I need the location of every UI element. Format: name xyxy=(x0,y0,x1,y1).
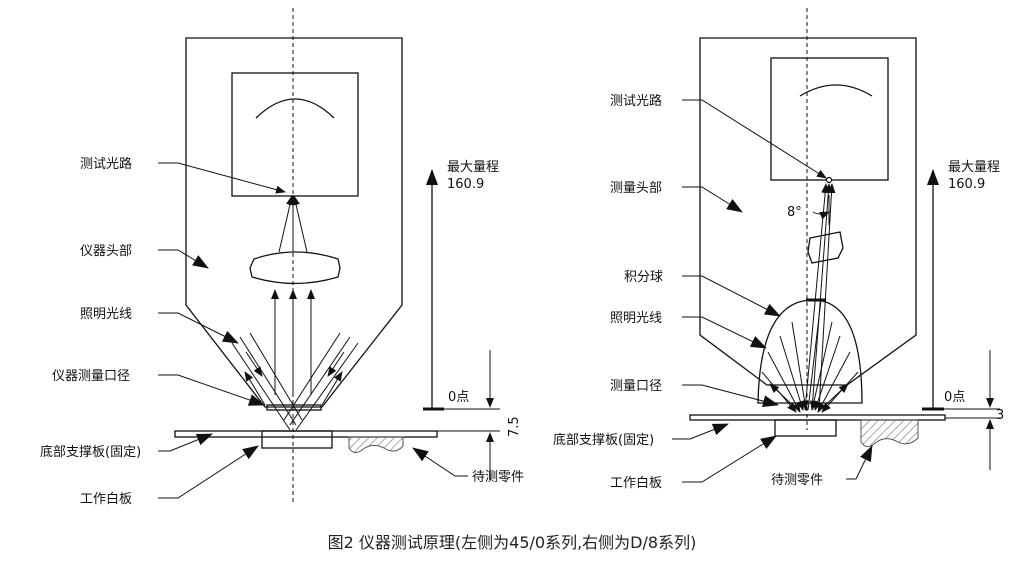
right-label-white: 工作白板 xyxy=(610,475,662,491)
right-diagram: 8° 最大量程 160.9 0点 3 测试光路 测量头 xyxy=(553,8,1004,491)
left-detector-window xyxy=(231,72,359,197)
right-white-board xyxy=(774,419,837,437)
left-label-plate: 底部支撑板(固定) xyxy=(40,444,141,460)
right-instrument-head xyxy=(699,37,917,386)
right-label-aperture: 测量口径 xyxy=(610,379,662,394)
left-aperture-plate xyxy=(266,404,322,411)
left-zero-label: 0点 xyxy=(448,390,469,405)
left-label-test-path: 测试光路 xyxy=(80,156,132,172)
left-illumination-rays xyxy=(231,332,359,431)
right-detector-arc xyxy=(799,84,873,97)
right-label-sphere: 积分球 xyxy=(624,270,663,285)
right-detector-window xyxy=(770,57,889,181)
left-diagram: 最大量程 160.9 0点 7.5 测试光路 仪器头部 照明光线 仪器测量口径 … xyxy=(40,8,524,507)
right-illumination-rays xyxy=(761,321,859,413)
right-label-illum: 照明光线 xyxy=(610,311,662,326)
right-gap-value: 3 xyxy=(996,408,1004,423)
left-white-board xyxy=(261,430,333,449)
left-test-part xyxy=(348,436,404,454)
left-label-aperture: 仪器测量口径 xyxy=(52,369,130,384)
left-detector-arc xyxy=(255,98,335,119)
right-label-part: 待测零件 xyxy=(771,473,823,488)
right-base-plate xyxy=(689,414,946,421)
right-test-part xyxy=(860,419,919,448)
left-label-head: 仪器头部 xyxy=(80,244,132,259)
right-label-test-path: 测试光路 xyxy=(610,93,662,109)
left-lens xyxy=(249,251,341,285)
left-label-illum: 照明光线 xyxy=(80,307,132,322)
left-max-label: 最大量程 xyxy=(447,160,499,175)
left-instrument-head xyxy=(185,37,403,408)
right-label-head: 测量头部 xyxy=(610,181,662,196)
left-max-value: 160.9 xyxy=(447,177,484,192)
figure-caption: 图2 仪器测试原理(左侧为45/0系列,右侧为D/8系列) xyxy=(328,533,697,552)
left-reflected-rays xyxy=(271,195,315,395)
left-label-part: 待测零件 xyxy=(472,470,524,485)
right-angle-label: 8° xyxy=(787,205,802,220)
right-zero-label: 0点 xyxy=(944,390,965,405)
right-max-value: 160.9 xyxy=(948,177,985,192)
left-label-white: 工作白板 xyxy=(80,491,132,507)
right-label-plate: 底部支撑板(固定) xyxy=(553,432,654,448)
right-lens xyxy=(807,231,844,264)
left-base-plate xyxy=(174,430,438,438)
right-focus-point xyxy=(825,176,833,184)
right-reflected-rays xyxy=(804,183,836,411)
left-gap-value: 7.5 xyxy=(507,416,522,437)
right-max-label: 最大量程 xyxy=(948,160,1000,175)
